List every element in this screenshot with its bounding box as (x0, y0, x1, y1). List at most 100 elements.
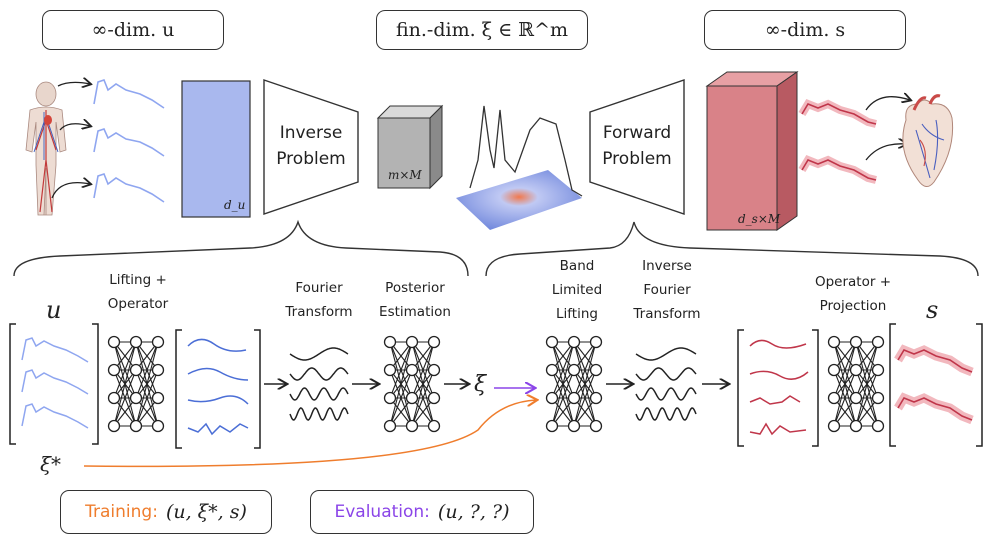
network-edge (113, 341, 137, 427)
network-node (589, 419, 603, 433)
network-node (427, 391, 441, 405)
tensor-label-du: d_u (224, 198, 246, 212)
fourier-waves (289, 347, 349, 421)
evaluation-label: Evaluation: (334, 502, 430, 522)
body-arrow-2 (59, 124, 90, 131)
posterior-estimation-line2: Estimation (379, 304, 451, 320)
network-edge (135, 341, 159, 399)
network-node (383, 419, 397, 433)
network-edge (551, 369, 575, 427)
top-box-infinite-s-label: ∞-dim. s (764, 19, 846, 41)
inverse-brace (13, 219, 469, 277)
network-edge (833, 341, 857, 399)
inverse-fourier-line3: Transform (633, 306, 701, 322)
fourier-transform-line2: Transform (285, 304, 353, 320)
network-node (107, 363, 121, 377)
network-node (871, 363, 885, 377)
u-matrix (9, 323, 99, 445)
network-node (567, 335, 581, 349)
tensor-label-mM: m×M (388, 168, 422, 182)
network-node (151, 419, 165, 433)
body-arrow-3 (51, 183, 90, 199)
network-node (545, 363, 559, 377)
fourier-transform-label: Fourier Transform (276, 276, 362, 324)
network-node (405, 391, 419, 405)
network-node (849, 391, 863, 405)
training-arrow (83, 400, 536, 468)
network-edge (855, 341, 879, 427)
network-node (871, 391, 885, 405)
network-node (107, 391, 121, 405)
inverse-problem-block (263, 79, 359, 215)
network-node (827, 419, 841, 433)
training-legend: Training: (u, ξ*, s) (60, 490, 272, 534)
network-node (545, 419, 559, 433)
network-node (589, 391, 603, 405)
band-limited-lifting-label: Band Limited Lifting (544, 254, 610, 326)
forward-problem-label: Forward Problem (592, 120, 682, 172)
network-node (589, 335, 603, 349)
network-node (871, 419, 885, 433)
network-edge (833, 341, 857, 427)
xi-star-symbol: ξ* (40, 452, 62, 476)
posterior-density-icon (456, 105, 583, 230)
network-edge (135, 369, 159, 427)
inverse-problem-label: Inverse Problem (268, 120, 354, 172)
s-matrix (889, 323, 983, 447)
sine-wave (289, 347, 349, 361)
network-node (567, 363, 581, 377)
network-node (849, 363, 863, 377)
latent-cube (376, 104, 444, 190)
top-box-infinite-u-label: ∞-dim. u (91, 19, 175, 41)
network-edge (113, 341, 137, 399)
network-edge (573, 369, 597, 427)
network-edge (389, 341, 413, 399)
tensor-label-dsM: d_s×M (738, 212, 781, 226)
inverse-fourier-transform-label: Inverse Fourier Transform (624, 254, 710, 326)
network-node (107, 335, 121, 349)
network-node (827, 363, 841, 377)
network-node (849, 335, 863, 349)
heart-arrow-1 (865, 97, 910, 111)
sine-wave (635, 347, 697, 361)
network-node (405, 363, 419, 377)
network-edge (855, 369, 879, 427)
sine-wave (289, 387, 349, 401)
network-edge (833, 369, 857, 427)
network-node (427, 363, 441, 377)
evaluation-legend: Evaluation: (u, ?, ?) (310, 490, 534, 534)
network-node (827, 391, 841, 405)
network-edge (411, 369, 435, 427)
network-node (129, 419, 143, 433)
network-node (567, 391, 581, 405)
network-edge (551, 341, 575, 399)
network-node (129, 391, 143, 405)
output-cuboid (705, 71, 799, 231)
network-edge (411, 341, 435, 427)
projection-network (827, 335, 885, 433)
heart-anatomy-icon (902, 94, 954, 187)
s-symbol: s (926, 296, 939, 324)
band-limited-line1: Band (559, 258, 595, 274)
network-node (107, 419, 121, 433)
network-node (589, 363, 603, 377)
network-edge (113, 369, 137, 427)
network-edge (573, 341, 597, 399)
top-box-infinite-u: ∞-dim. u (42, 10, 224, 50)
network-edge (389, 369, 413, 427)
network-edge (551, 341, 575, 427)
network-node (405, 335, 419, 349)
sine-wave (635, 367, 697, 381)
network-node (383, 363, 397, 377)
network-node (871, 335, 885, 349)
sine-wave (289, 367, 349, 381)
network-edge (389, 341, 413, 427)
input-encoding-block (181, 80, 251, 218)
operator-projection-line1: Operator + (814, 274, 892, 290)
network-node (151, 335, 165, 349)
training-tuple: (u, ξ*, s) (165, 501, 247, 523)
band-limited-line2: Limited (551, 282, 603, 298)
sine-wave (289, 407, 349, 421)
network-node (427, 419, 441, 433)
